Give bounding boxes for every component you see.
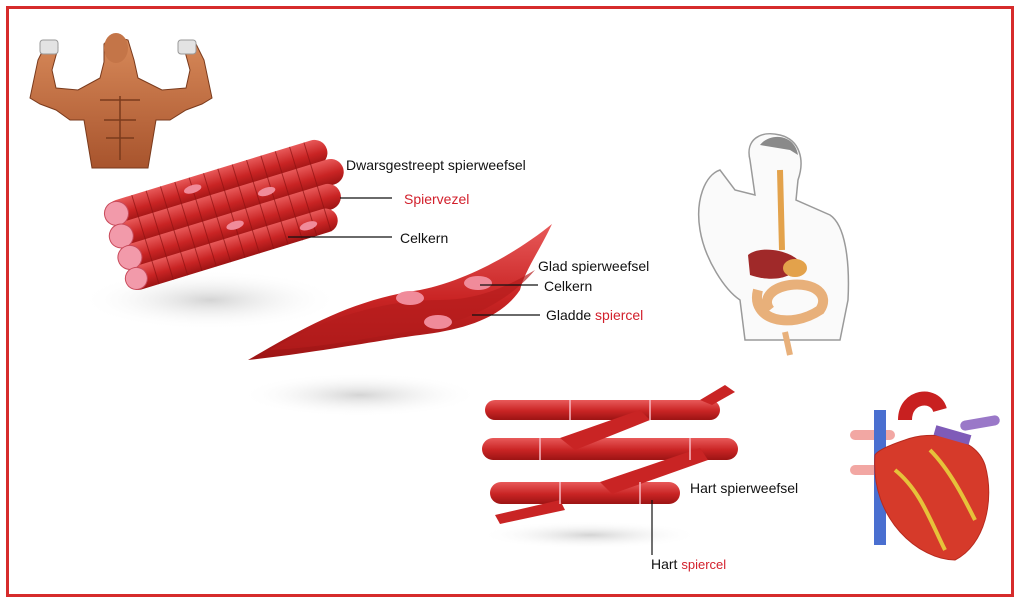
smooth-muscle-title: Glad spierweefsel	[538, 258, 650, 274]
smooth-cell-label: Gladde spiercel	[546, 308, 643, 322]
heart-icon	[850, 391, 1000, 561]
cardiac-muscle-fibers	[480, 385, 738, 549]
smooth-nucleus-label: Celkern	[544, 278, 593, 294]
muscle-fiber-label: Spiervezel	[404, 191, 470, 207]
smooth-cell-label-prefix: Gladde	[546, 307, 592, 323]
digestive-system-icon	[698, 133, 850, 356]
cardiac-cell-label: Hart spiercel	[651, 557, 726, 571]
skeletal-muscle-title: Dwarsgestreept spierweefsel	[346, 157, 526, 173]
cardiac-cell-label-prefix: Hart	[651, 556, 678, 572]
smooth-muscle-cells	[240, 224, 552, 417]
skeletal-muscle-bundle	[80, 139, 344, 330]
cardiac-cell-label-accent: spiercel	[681, 557, 727, 572]
skeletal-nucleus-label: Celkern	[400, 230, 449, 246]
diagram-frame	[6, 6, 1014, 597]
smooth-cell-label-accent: spiercel	[595, 307, 644, 323]
bodybuilder-anatomy-icon	[29, 33, 213, 169]
cardiac-muscle-title: Hart spierweefsel	[690, 480, 799, 496]
